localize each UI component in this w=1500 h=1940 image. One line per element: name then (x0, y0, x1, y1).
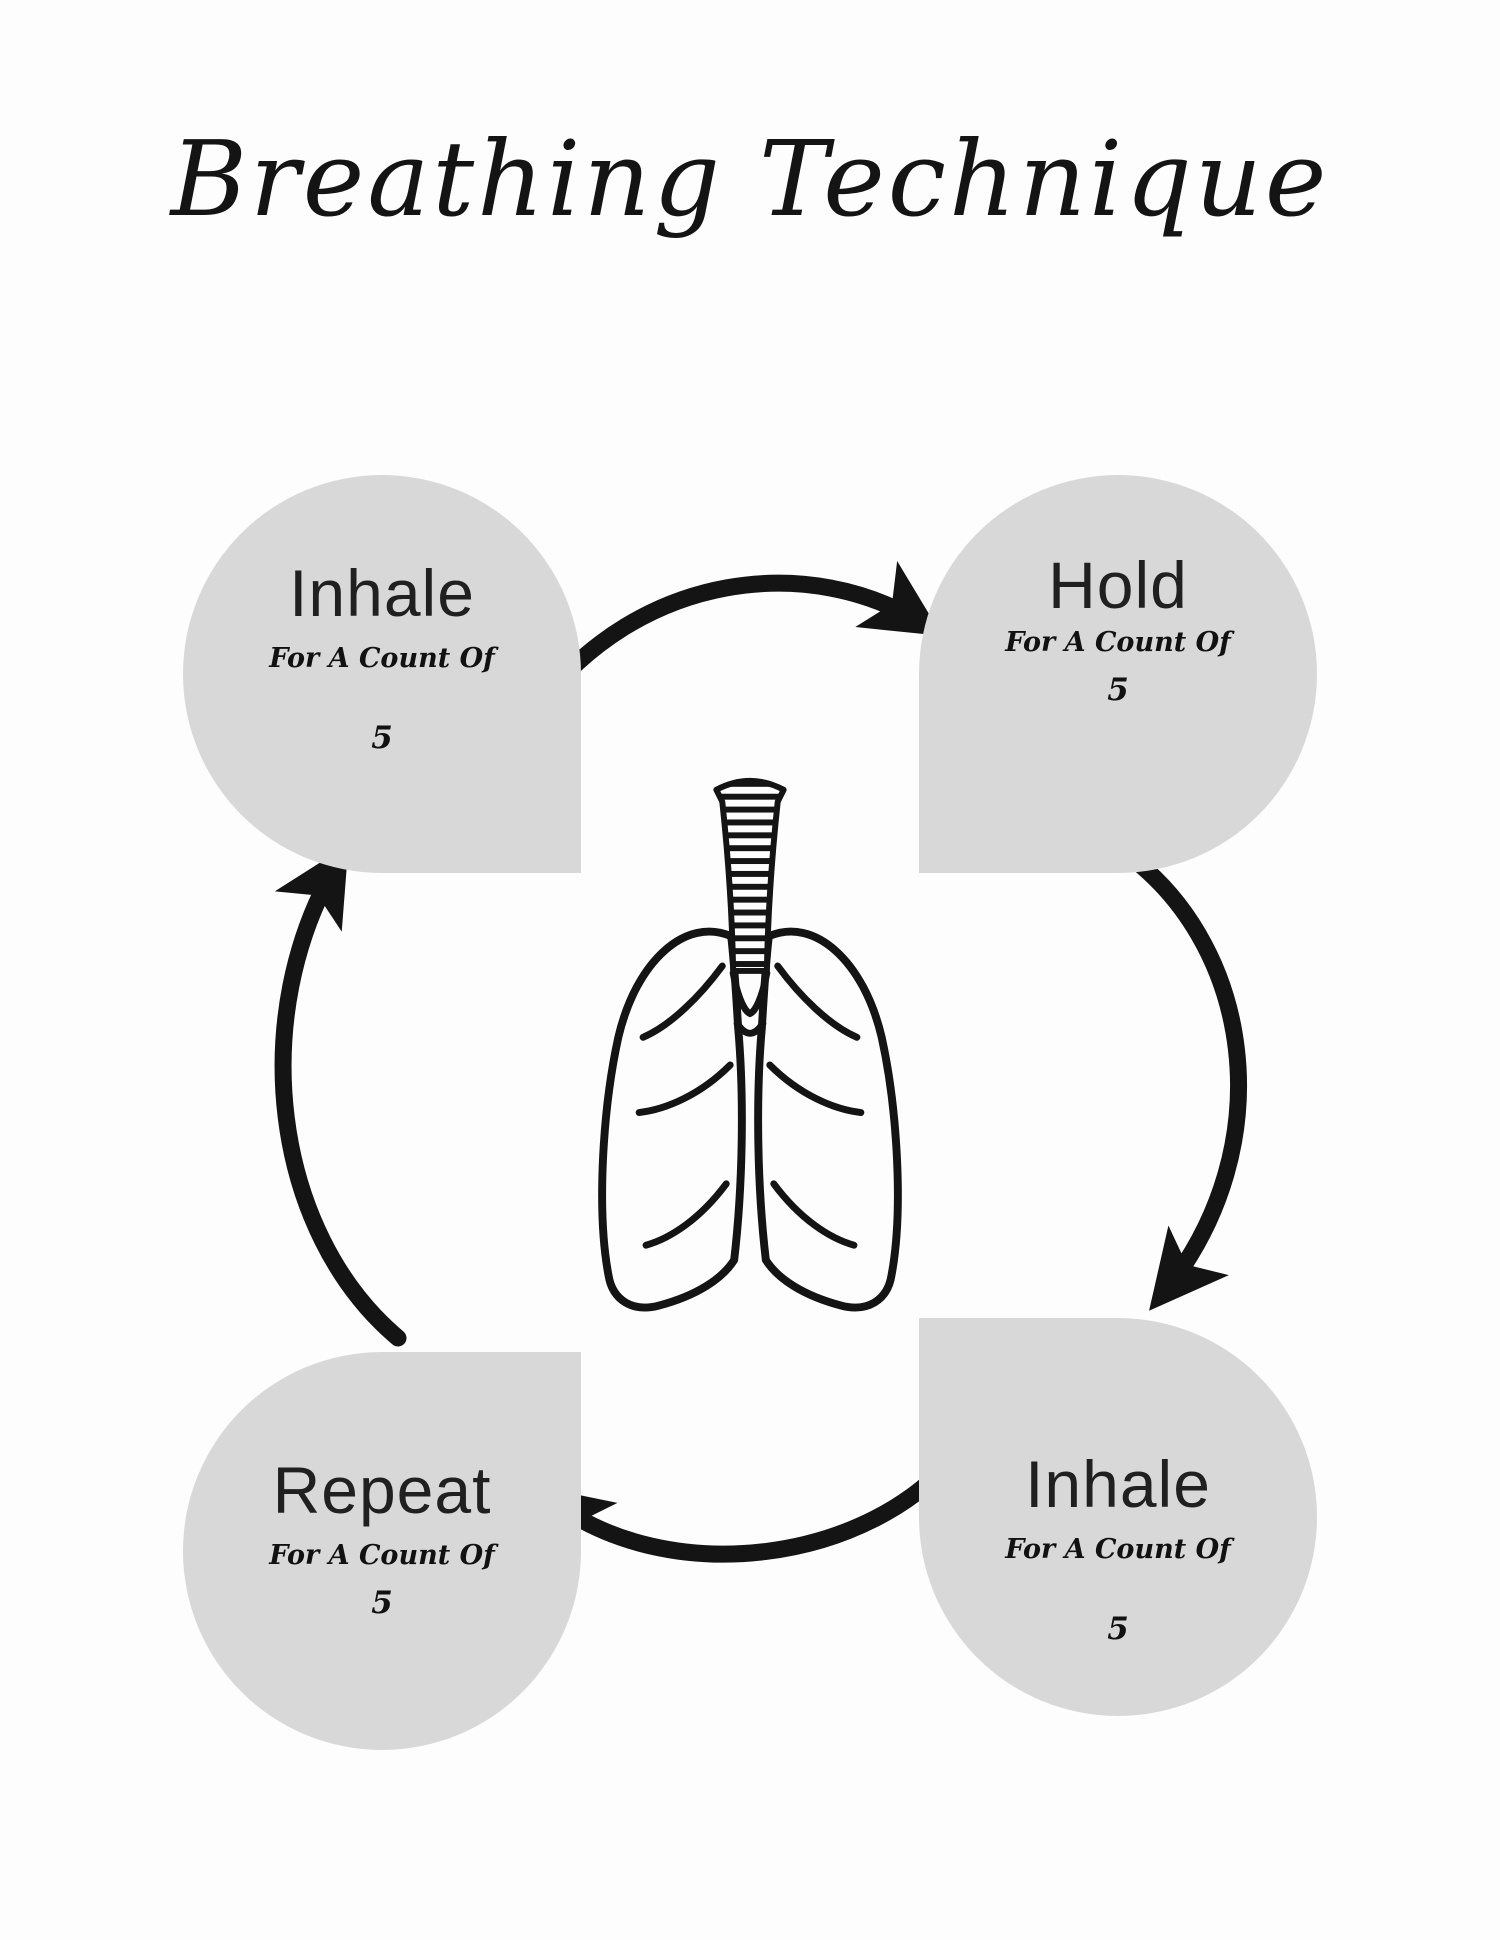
right-lung (754, 927, 902, 1312)
step-label: Inhale (1025, 1447, 1211, 1521)
left-lung-detail (635, 1061, 734, 1116)
lungs-icon (598, 778, 902, 1312)
step-subtitle: For A Count Of (1005, 1534, 1231, 1565)
arrow-right-icon (1109, 839, 1247, 1311)
step-inhale-top: Inhale For A Count Of 5 (183, 475, 581, 873)
left-lung (598, 927, 746, 1312)
step-label: Repeat (272, 1453, 492, 1527)
step-inhale-bottom: Inhale For A Count Of 5 (919, 1318, 1317, 1716)
step-subtitle: For A Count Of (269, 1540, 495, 1571)
arrow-left-icon (274, 844, 407, 1347)
step-label: Hold (1048, 548, 1188, 622)
step-label: Inhale (289, 556, 475, 630)
left-lung-detail (642, 1180, 730, 1249)
step-repeat: Repeat For A Count Of 5 (183, 1352, 581, 1750)
right-lung-detail (766, 1061, 865, 1116)
step-count: 5 (371, 720, 393, 756)
arrow-bottom-icon (531, 1443, 967, 1565)
step-hold: Hold For A Count Of 5 (919, 475, 1317, 873)
step-count: 5 (1107, 672, 1129, 708)
arrow-top-icon (529, 561, 943, 715)
right-lung-detail (770, 1180, 858, 1249)
page-title: Breathing Technique (170, 118, 1330, 240)
right-lung-detail (774, 962, 861, 1041)
trachea (713, 778, 787, 974)
step-count: 5 (1107, 1611, 1129, 1647)
bronchi-notch (729, 969, 771, 1018)
left-lung-detail (639, 962, 726, 1041)
bronchi-notch (733, 1019, 767, 1037)
step-count: 5 (371, 1585, 393, 1621)
step-subtitle: For A Count Of (269, 643, 495, 674)
step-subtitle: For A Count Of (1005, 627, 1231, 658)
